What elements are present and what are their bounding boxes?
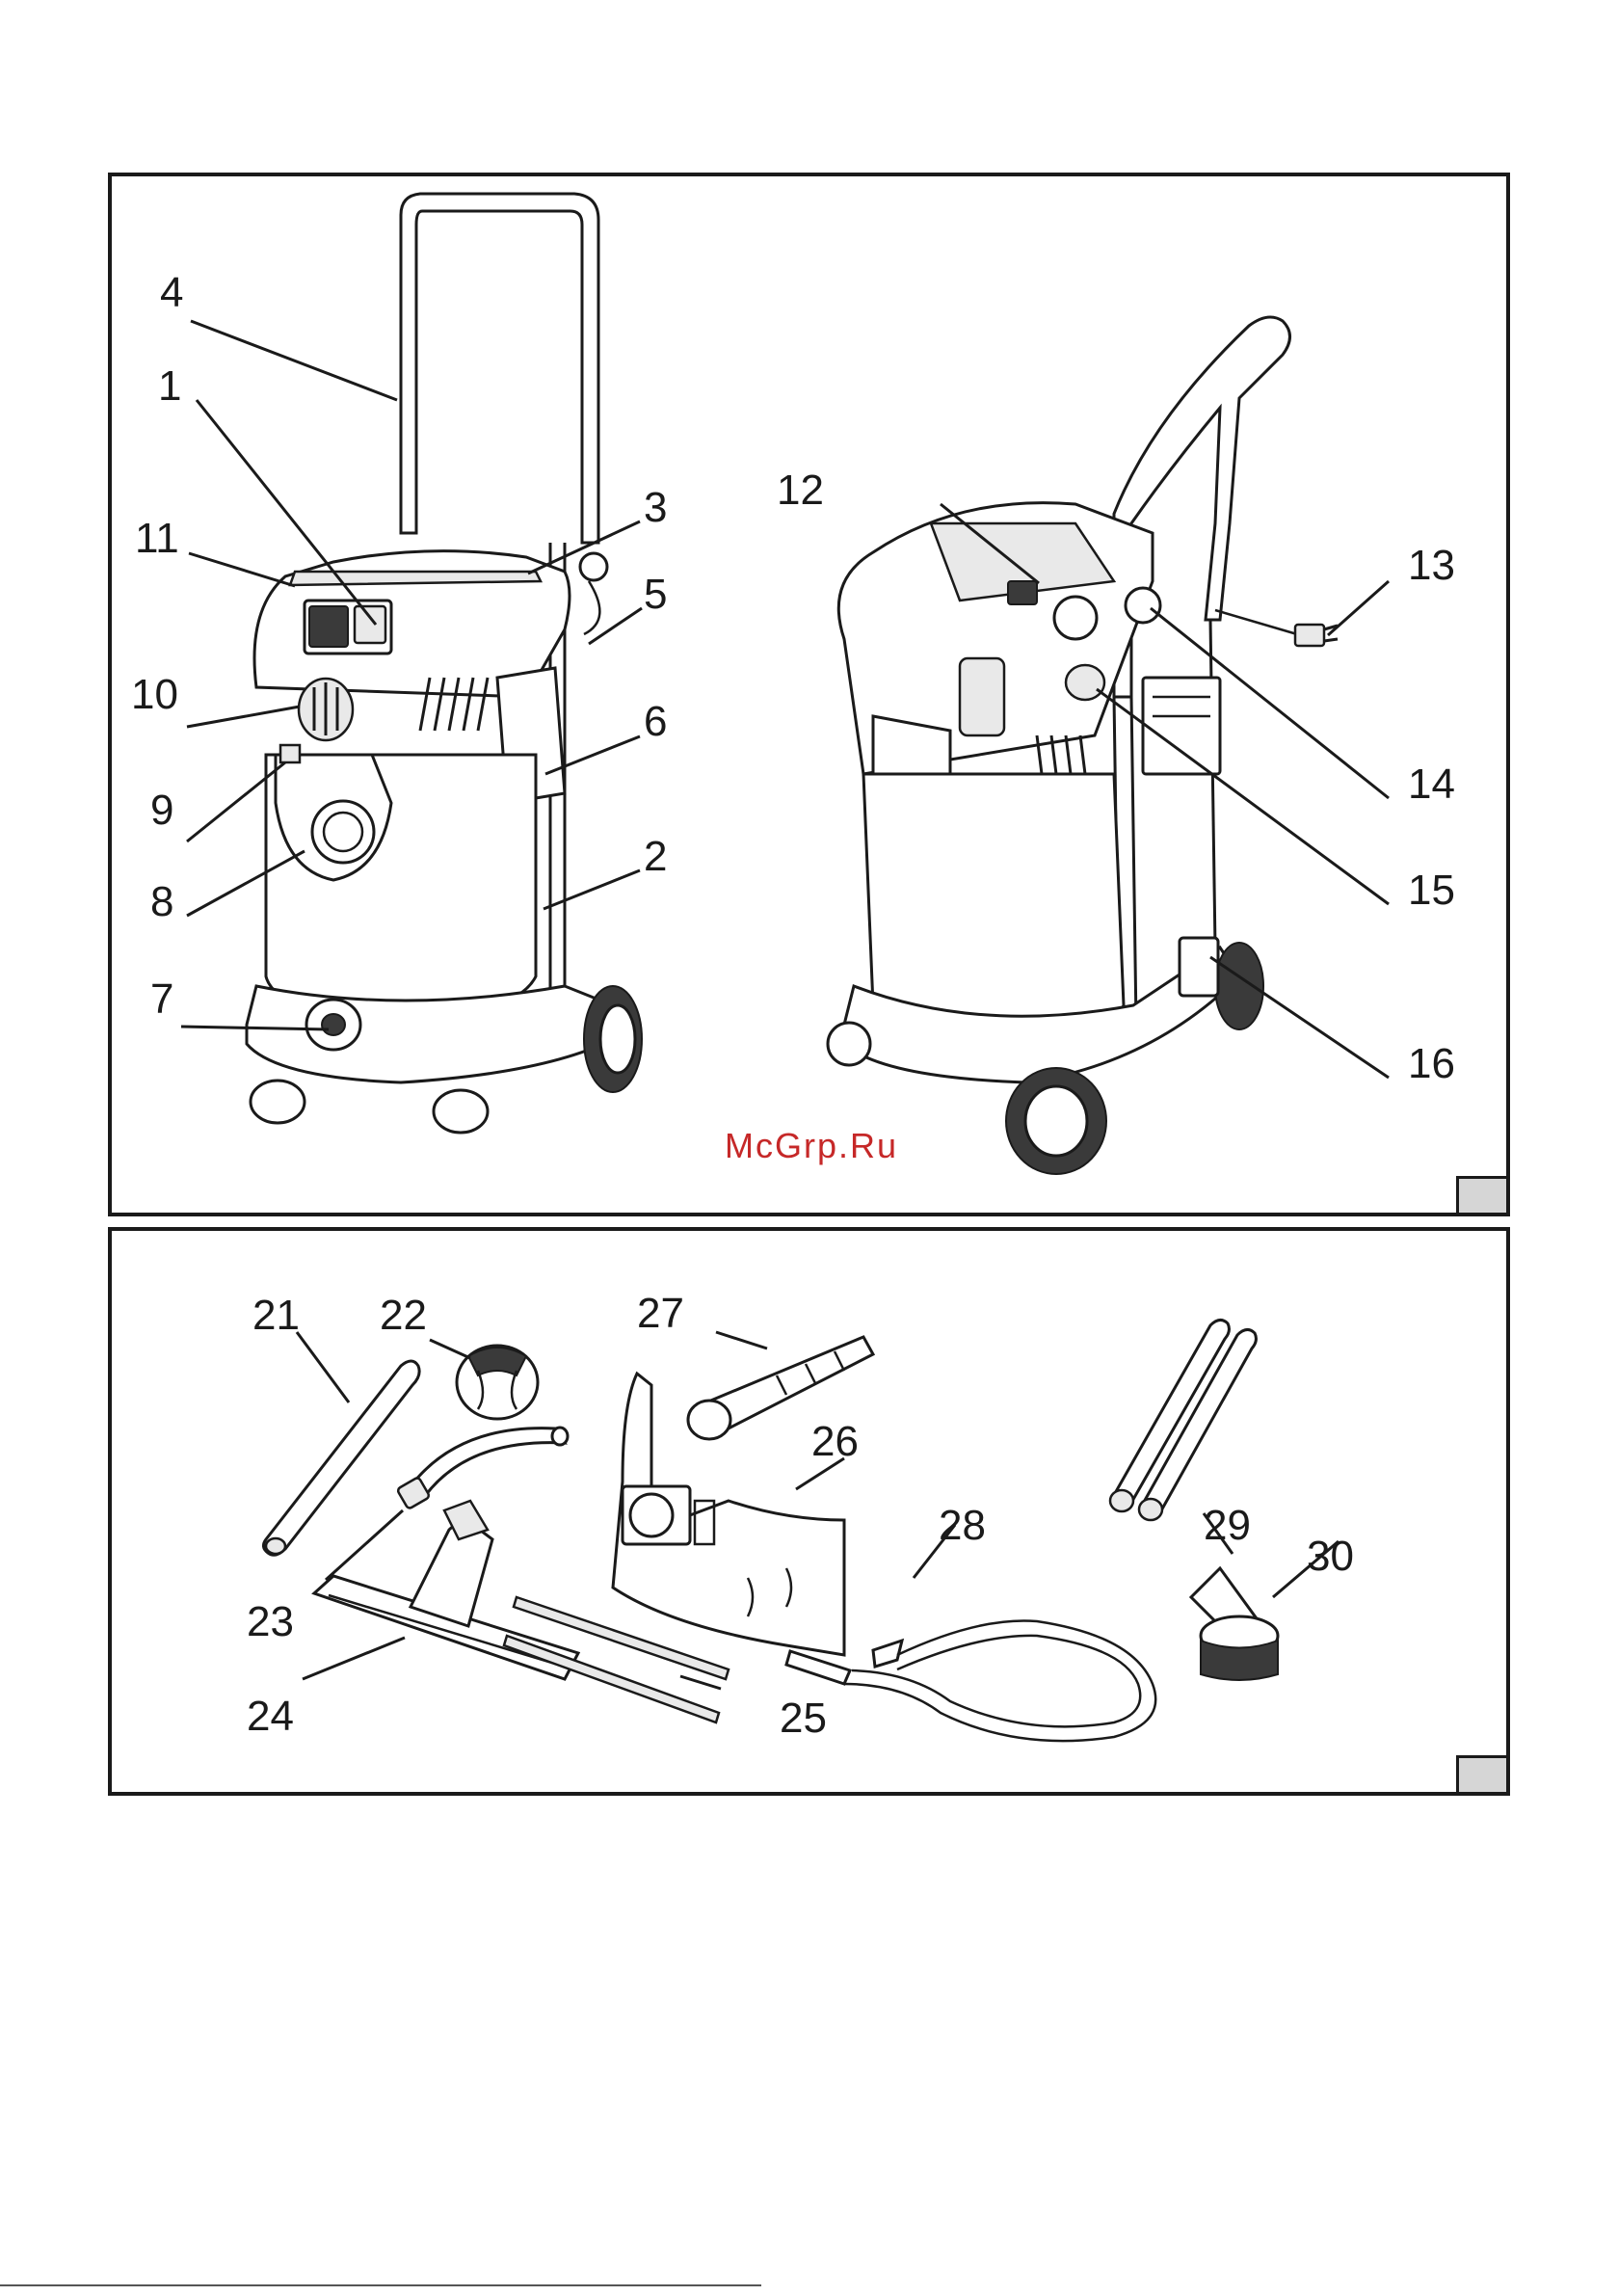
corner-tab: [1456, 1176, 1506, 1213]
label-7: 7: [150, 975, 173, 1023]
label-9: 9: [150, 787, 173, 834]
accessory-30-brush: [1191, 1568, 1278, 1680]
label-23: 23: [247, 1598, 294, 1645]
vacuum-rear-view: [828, 317, 1338, 1174]
accessories-illustration: 21 22 23 24 25 26 27 28 29 30: [112, 1231, 1514, 1800]
label-6: 6: [644, 698, 667, 745]
label-30: 30: [1307, 1533, 1354, 1580]
label-28: 28: [939, 1502, 986, 1549]
label-4: 4: [160, 269, 183, 316]
vacuum-front-view: [247, 194, 642, 1133]
label-29: 29: [1204, 1502, 1251, 1549]
figure-panel-parts: 4 1 3 11 5 10 6 9 2 8 7 12 13 14 15 16 M…: [108, 173, 1510, 1216]
figure-panel-accessories: 21 22 23 24 25 26 27 28 29 30: [108, 1227, 1510, 1796]
label-3: 3: [644, 484, 667, 531]
label-13: 13: [1408, 542, 1455, 589]
label-21: 21: [252, 1292, 300, 1339]
label-22: 22: [380, 1292, 427, 1339]
label-2: 2: [644, 833, 667, 880]
accessory-29-tubes: [1110, 1320, 1256, 1520]
label-11: 11: [135, 515, 179, 562]
watermark: McGrp.Ru: [725, 1126, 898, 1165]
corner-tab: [1456, 1755, 1506, 1792]
footer-rule: [0, 2284, 761, 2286]
vacuum-illustration: 4 1 3 11 5 10 6 9 2 8 7 12 13 14 15 16 M…: [112, 176, 1514, 1220]
label-27: 27: [637, 1290, 684, 1337]
label-15: 15: [1408, 867, 1455, 914]
label-25: 25: [780, 1695, 827, 1742]
label-12: 12: [777, 467, 824, 514]
label-5: 5: [644, 571, 667, 618]
label-1: 1: [158, 362, 181, 410]
label-10: 10: [131, 671, 178, 718]
accessory-23-curved-tube: [397, 1428, 568, 1509]
label-24: 24: [247, 1693, 294, 1740]
label-26: 26: [811, 1418, 859, 1465]
label-16: 16: [1408, 1040, 1455, 1087]
label-14: 14: [1408, 761, 1455, 808]
label-8: 8: [150, 878, 173, 925]
